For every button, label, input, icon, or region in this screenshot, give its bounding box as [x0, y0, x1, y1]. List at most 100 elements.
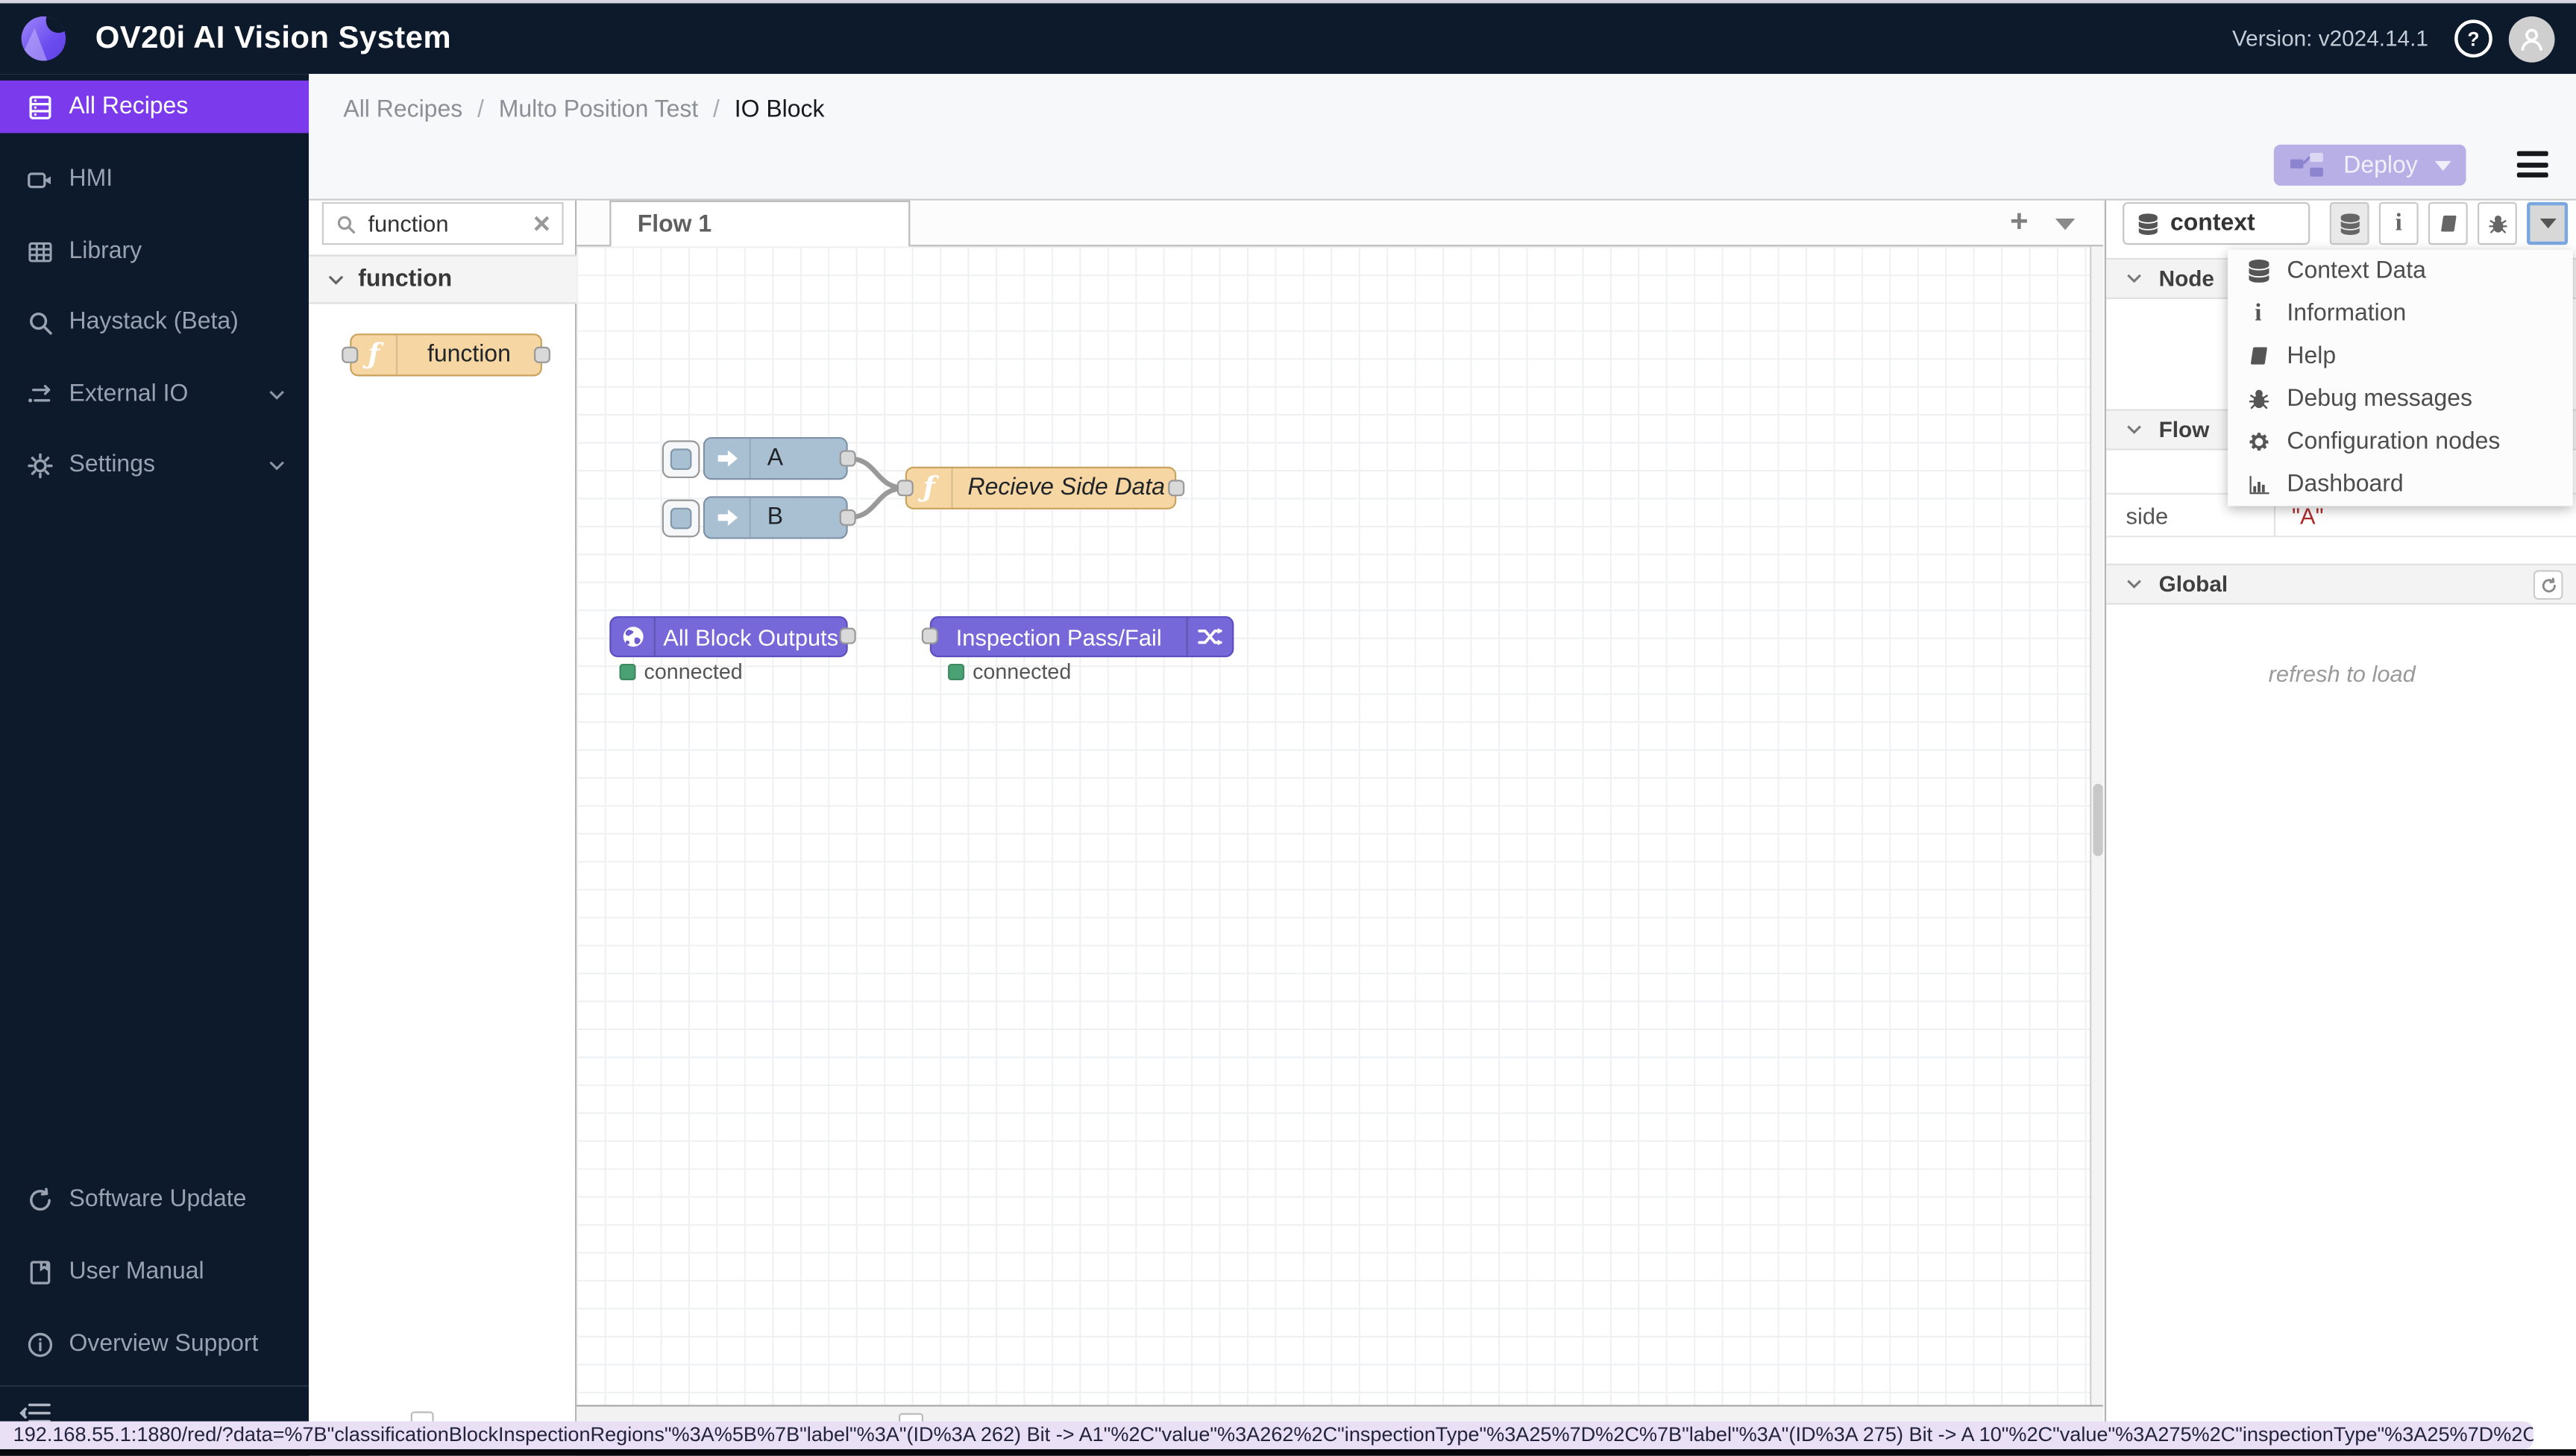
menu-item-configuration-nodes[interactable]: Configuration nodes: [2228, 421, 2573, 463]
section-label: Global: [2158, 571, 2228, 597]
menu-item-debug-messages[interactable]: Debug messages: [2228, 378, 2573, 421]
node-recieve-side-data[interactable]: ƒ Recieve Side Data: [905, 466, 1177, 509]
sidebar-item-haystack[interactable]: Haystack (Beta): [0, 296, 309, 348]
node-all-block-outputs[interactable]: All Block Outputs: [609, 616, 848, 658]
menu-item-information[interactable]: i Information: [2228, 292, 2573, 335]
refresh-global-button[interactable]: [2533, 570, 2563, 600]
person-icon: [2521, 28, 2542, 50]
inspection-input-port[interactable]: [921, 627, 938, 644]
menu-item-context-data[interactable]: Context Data: [2228, 250, 2573, 292]
sidebar-item-all-recipes[interactable]: All Recipes: [0, 80, 310, 134]
palette-node-function[interactable]: ƒ function: [342, 333, 550, 377]
node-b-output-port[interactable]: [839, 509, 856, 526]
sidebar-item-software-update[interactable]: Software Update: [0, 1173, 309, 1226]
function-input-port[interactable]: [896, 480, 914, 497]
node-b-button[interactable]: [662, 499, 700, 538]
io-arrows-icon: [25, 380, 54, 410]
flow-canvas[interactable]: A B ƒ Recieve Side Data All Bl: [577, 246, 2090, 1405]
help-icon[interactable]: ?: [2454, 19, 2492, 58]
book-icon: [2440, 214, 2456, 231]
info-icon: i: [2255, 300, 2262, 327]
menu-item-label: Help: [2287, 343, 2337, 370]
menu-item-label: Context Data: [2287, 257, 2426, 285]
deploy-options-caret[interactable]: [2434, 160, 2451, 171]
node-palette: × function ƒ function: [309, 200, 577, 1456]
sidebar-item-hmi[interactable]: HMI: [0, 153, 309, 205]
palette-category-label: function: [358, 266, 453, 293]
deploy-button[interactable]: Deploy: [2273, 144, 2466, 186]
scrollbar-thumb[interactable]: [2093, 783, 2103, 856]
chevron-down-icon: [2539, 218, 2556, 229]
context-tab-header[interactable]: context: [2123, 201, 2310, 245]
refresh-icon: [25, 1184, 54, 1214]
node-label: Inspection Pass/Fail: [955, 624, 1162, 650]
bar-chart-icon: [2244, 473, 2272, 496]
recipes-icon: [25, 92, 54, 122]
deploy-icon: [2290, 152, 2323, 177]
palette-node-label: function: [427, 342, 511, 368]
node-output-port[interactable]: [533, 346, 550, 363]
node-label: All Block Outputs: [663, 624, 839, 650]
user-avatar[interactable]: [2508, 15, 2555, 62]
palette-search[interactable]: ×: [321, 201, 564, 245]
inject-arrow-icon: [705, 498, 751, 538]
context-value: "A": [2292, 501, 2324, 529]
function-icon: ƒ: [907, 468, 953, 508]
gear-icon: [2244, 430, 2272, 454]
bottom-edge-strip: [0, 1449, 2576, 1456]
node-inspection-pass-fail[interactable]: Inspection Pass/Fail: [929, 616, 1234, 658]
breadcrumb-all-recipes[interactable]: All Recipes: [343, 96, 463, 124]
menu-item-dashboard[interactable]: Dashboard: [2228, 463, 2573, 506]
search-icon: [335, 213, 356, 234]
palette-category-function[interactable]: function: [309, 254, 577, 304]
node-a-button[interactable]: [662, 440, 700, 479]
gear-icon: [25, 451, 54, 480]
main-menu-button[interactable]: [2516, 151, 2548, 178]
flow-list-caret[interactable]: [2055, 218, 2076, 230]
function-icon: ƒ: [351, 335, 398, 375]
sidebar-item-label: Software Update: [69, 1186, 247, 1213]
wires-layer: [845, 456, 908, 521]
node-a-output-port[interactable]: [839, 450, 856, 467]
sidebar-item-settings[interactable]: Settings: [0, 439, 309, 491]
version-label: Version: v2024.14.1: [2231, 26, 2428, 51]
help-button[interactable]: [2428, 201, 2468, 245]
status-dot-connected: [948, 663, 965, 681]
outputs-output-port[interactable]: [839, 627, 856, 644]
function-output-port[interactable]: [1168, 480, 1185, 497]
context-data-button[interactable]: [2329, 201, 2369, 245]
debug-button[interactable]: [2477, 201, 2517, 245]
sidebar-item-user-manual[interactable]: User Manual: [0, 1246, 309, 1298]
node-label: Recieve Side Data: [967, 474, 1166, 501]
bug-icon: [2488, 214, 2507, 233]
information-button[interactable]: i: [2378, 201, 2419, 245]
context-key: side: [2126, 501, 2169, 529]
clear-search-icon[interactable]: ×: [533, 207, 550, 240]
chevron-down-icon: [268, 389, 286, 400]
sidebar-item-external-io[interactable]: External IO: [0, 368, 309, 420]
menu-item-label: Dashboard: [2287, 471, 2404, 498]
add-flow-button[interactable]: +: [2010, 205, 2029, 240]
section-label: Node: [2158, 266, 2214, 291]
breadcrumb-recipe[interactable]: Multo Position Test: [498, 96, 699, 124]
node-b[interactable]: B: [703, 496, 848, 539]
node-input-port[interactable]: [342, 346, 359, 363]
database-icon: [2137, 213, 2159, 234]
sidebar-item-overview-support[interactable]: Overview Support: [0, 1318, 309, 1370]
book-icon: [2244, 345, 2272, 368]
canvas-vertical-scrollbar[interactable]: [2090, 246, 2103, 1405]
node-a[interactable]: A: [703, 436, 848, 480]
tab-flow-1[interactable]: Flow 1: [609, 200, 911, 248]
section-global[interactable]: Global: [2106, 563, 2576, 605]
bug-icon: [2244, 388, 2272, 411]
menu-item-label: Information: [2287, 301, 2407, 327]
palette-search-input[interactable]: [365, 208, 533, 239]
window-top-strip: [0, 0, 2576, 4]
chevron-down-icon: [327, 274, 345, 285]
menu-item-help[interactable]: Help: [2228, 335, 2573, 377]
sidebar-item-library[interactable]: Library: [0, 225, 309, 277]
flow-tab-bar: Flow 1 +: [577, 200, 2103, 248]
node-label: A: [767, 445, 784, 472]
panel-options-button[interactable]: [2527, 201, 2569, 245]
grid-table-icon: [25, 236, 54, 266]
